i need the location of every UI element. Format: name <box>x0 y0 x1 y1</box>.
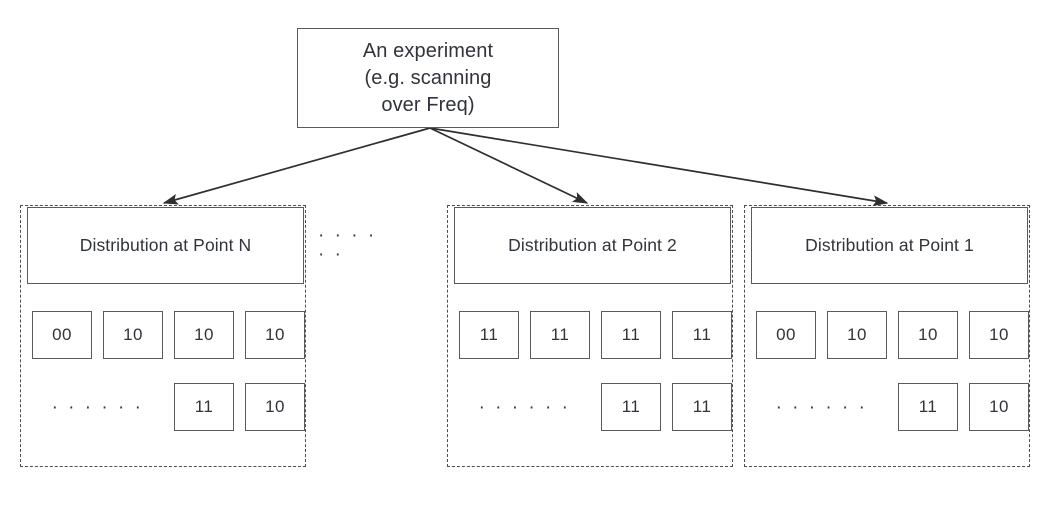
value-cell: 10 <box>245 383 305 431</box>
value-cell-text: 10 <box>918 325 938 344</box>
distribution-group-point-n: Distribution at Point N 00 10 10 10 · · … <box>20 205 306 467</box>
experiment-node: An experiment (e.g. scanning over Freq) <box>297 28 559 128</box>
value-cell: 10 <box>969 311 1029 359</box>
distribution-group-point-2: Distribution at Point 2 11 11 11 11 · · … <box>447 205 733 467</box>
value-cell-text: 00 <box>776 325 796 344</box>
experiment-node-label: An experiment (e.g. scanning over Freq) <box>362 39 494 116</box>
value-cell-text: 11 <box>692 325 712 344</box>
value-cell-text: 00 <box>52 325 72 344</box>
distribution-group-header: Distribution at Point N <box>27 207 304 284</box>
value-cell: 00 <box>32 311 92 359</box>
value-cell-text: 10 <box>194 325 214 344</box>
row-ellipsis: · · · · · · <box>32 383 163 431</box>
value-cell-text: 11 <box>918 397 938 416</box>
distribution-group-title: Distribution at Point 2 <box>508 235 677 255</box>
row-ellipsis: · · · · · · <box>756 383 887 431</box>
inter-group-ellipsis-dots: · · · · · · <box>318 225 377 265</box>
value-row-bottom: · · · · · · 11 10 <box>32 383 305 431</box>
arrow-to-point-n <box>162 127 431 205</box>
value-cell-text: 11 <box>692 397 712 416</box>
value-cell-text: 10 <box>989 325 1009 344</box>
value-cell-text: 11 <box>621 397 641 416</box>
value-cell: 10 <box>103 311 163 359</box>
value-cell-text: 10 <box>847 325 867 344</box>
value-cell: 11 <box>601 311 661 359</box>
value-cell: 11 <box>174 383 234 431</box>
value-row-top: 00 10 10 10 <box>32 311 305 359</box>
distribution-group-header: Distribution at Point 2 <box>454 207 731 284</box>
value-cell-text: 11 <box>550 325 570 344</box>
row-ellipsis: · · · · · · <box>459 383 590 431</box>
distribution-group-title: Distribution at Point N <box>79 235 252 255</box>
value-cell: 11 <box>898 383 958 431</box>
value-cell-text: 10 <box>265 397 285 416</box>
value-cell: 10 <box>898 311 958 359</box>
distribution-group-header: Distribution at Point 1 <box>751 207 1028 284</box>
value-cell-text: 10 <box>989 397 1009 416</box>
value-cell-text: 10 <box>123 325 143 344</box>
value-cell-text: 10 <box>265 325 285 344</box>
value-cell-text: 11 <box>621 325 641 344</box>
value-row-bottom: · · · · · · 11 11 <box>459 383 732 431</box>
row-ellipsis-dots: · · · · · · <box>478 396 571 418</box>
value-cell: 11 <box>601 383 661 431</box>
distribution-group-title: Distribution at Point 1 <box>805 235 974 255</box>
value-cell: 10 <box>969 383 1029 431</box>
distribution-group-point-1: Distribution at Point 1 00 10 10 10 · · … <box>744 205 1030 467</box>
value-cell: 11 <box>672 311 732 359</box>
value-cell-text: 11 <box>194 397 214 416</box>
value-cell-text: 11 <box>479 325 499 344</box>
row-ellipsis-dots: · · · · · · <box>51 396 144 418</box>
value-row-top: 11 11 11 11 <box>459 311 732 359</box>
value-row-top: 00 10 10 10 <box>756 311 1029 359</box>
value-cell: 10 <box>827 311 887 359</box>
inter-group-ellipsis: · · · · · · <box>318 226 388 264</box>
value-cell: 00 <box>756 311 816 359</box>
value-cell: 11 <box>672 383 732 431</box>
arrow-to-point-1 <box>429 127 889 207</box>
value-row-bottom: · · · · · · 11 10 <box>756 383 1029 431</box>
value-cell: 11 <box>530 311 590 359</box>
arrow-to-point-2 <box>429 127 589 204</box>
value-cell: 10 <box>174 311 234 359</box>
value-cell: 10 <box>245 311 305 359</box>
row-ellipsis-dots: · · · · · · <box>775 396 868 418</box>
value-cell: 11 <box>459 311 519 359</box>
